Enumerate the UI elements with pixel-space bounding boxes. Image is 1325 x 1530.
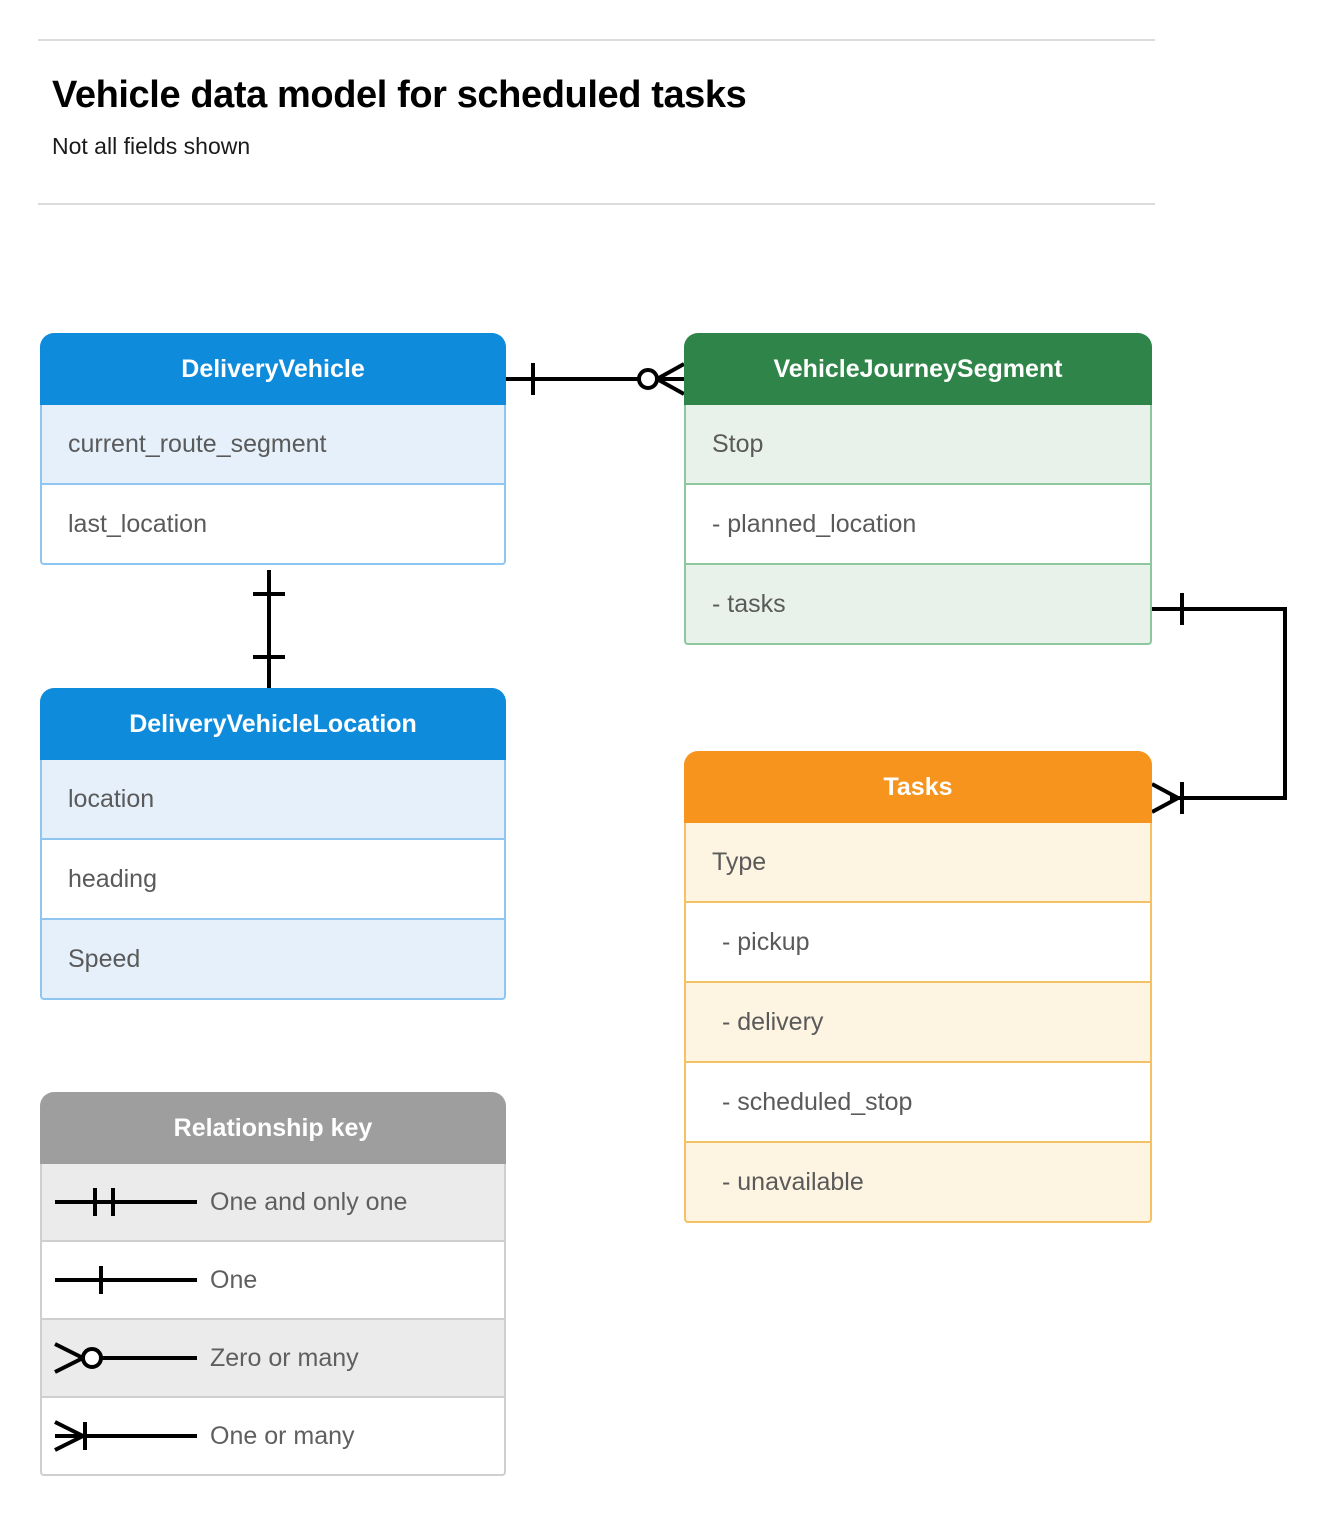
entity-row-unavailable: - unavailable xyxy=(684,1143,1152,1223)
relationship-key-title: Relationship key xyxy=(40,1092,506,1164)
legend-item-one: One xyxy=(40,1242,506,1320)
entity-row-current-route-segment: current_route_segment xyxy=(40,405,506,485)
entity-row-pickup: - pickup xyxy=(684,903,1152,983)
connector-deliveryvehicle-vehiclejourneysegment xyxy=(506,362,685,396)
one-or-many-icon xyxy=(42,1416,210,1456)
legend-label-one-and-only-one: One and only one xyxy=(210,1187,408,1216)
one-icon xyxy=(42,1260,210,1300)
legend-label-zero-or-many: Zero or many xyxy=(210,1343,359,1372)
legend-label-one-or-many: One or many xyxy=(210,1421,355,1450)
page-title: Vehicle data model for scheduled tasks xyxy=(52,74,747,116)
legend-label-one: One xyxy=(210,1265,258,1294)
entity-row-location: location xyxy=(40,760,506,840)
connector-deliveryvehicle-deliveryvehiclelocation xyxy=(253,570,285,688)
entity-delivery-vehicle-title: DeliveryVehicle xyxy=(40,333,506,405)
zero-or-many-icon xyxy=(42,1338,210,1378)
entity-row-scheduled-stop: - scheduled_stop xyxy=(684,1063,1152,1143)
one-and-only-one-icon xyxy=(42,1182,210,1222)
entity-tasks-title: Tasks xyxy=(684,751,1152,823)
header-rule-top xyxy=(38,39,1155,41)
entity-row-last-location: last_location xyxy=(40,485,506,565)
connector-vehiclejourneysegment-tasks xyxy=(1151,593,1287,814)
entity-delivery-vehicle[interactable]: DeliveryVehicle current_route_segment la… xyxy=(40,333,506,565)
entity-row-planned-location: - planned_location xyxy=(684,485,1152,565)
header-rule-bottom xyxy=(38,203,1155,205)
legend-item-one-or-many: One or many xyxy=(40,1398,506,1476)
relationship-key-legend: Relationship key One and only one One xyxy=(40,1092,506,1476)
entity-delivery-vehicle-location[interactable]: DeliveryVehicleLocation location heading… xyxy=(40,688,506,1000)
entity-row-type: Type xyxy=(684,823,1152,903)
entity-vehicle-journey-segment[interactable]: VehicleJourneySegment Stop - planned_loc… xyxy=(684,333,1152,645)
entity-row-tasks: - tasks xyxy=(684,565,1152,645)
legend-item-zero-or-many: Zero or many xyxy=(40,1320,506,1398)
legend-item-one-and-only-one: One and only one xyxy=(40,1164,506,1242)
entity-row-heading: heading xyxy=(40,840,506,920)
entity-delivery-vehicle-location-title: DeliveryVehicleLocation xyxy=(40,688,506,760)
entity-row-stop: Stop xyxy=(684,405,1152,485)
page-subtitle: Not all fields shown xyxy=(52,133,251,159)
entity-row-delivery: - delivery xyxy=(684,983,1152,1063)
entity-tasks[interactable]: Tasks Type - pickup - delivery - schedul… xyxy=(684,751,1152,1223)
entity-row-speed: Speed xyxy=(40,920,506,1000)
entity-vehicle-journey-segment-title: VehicleJourneySegment xyxy=(684,333,1152,405)
